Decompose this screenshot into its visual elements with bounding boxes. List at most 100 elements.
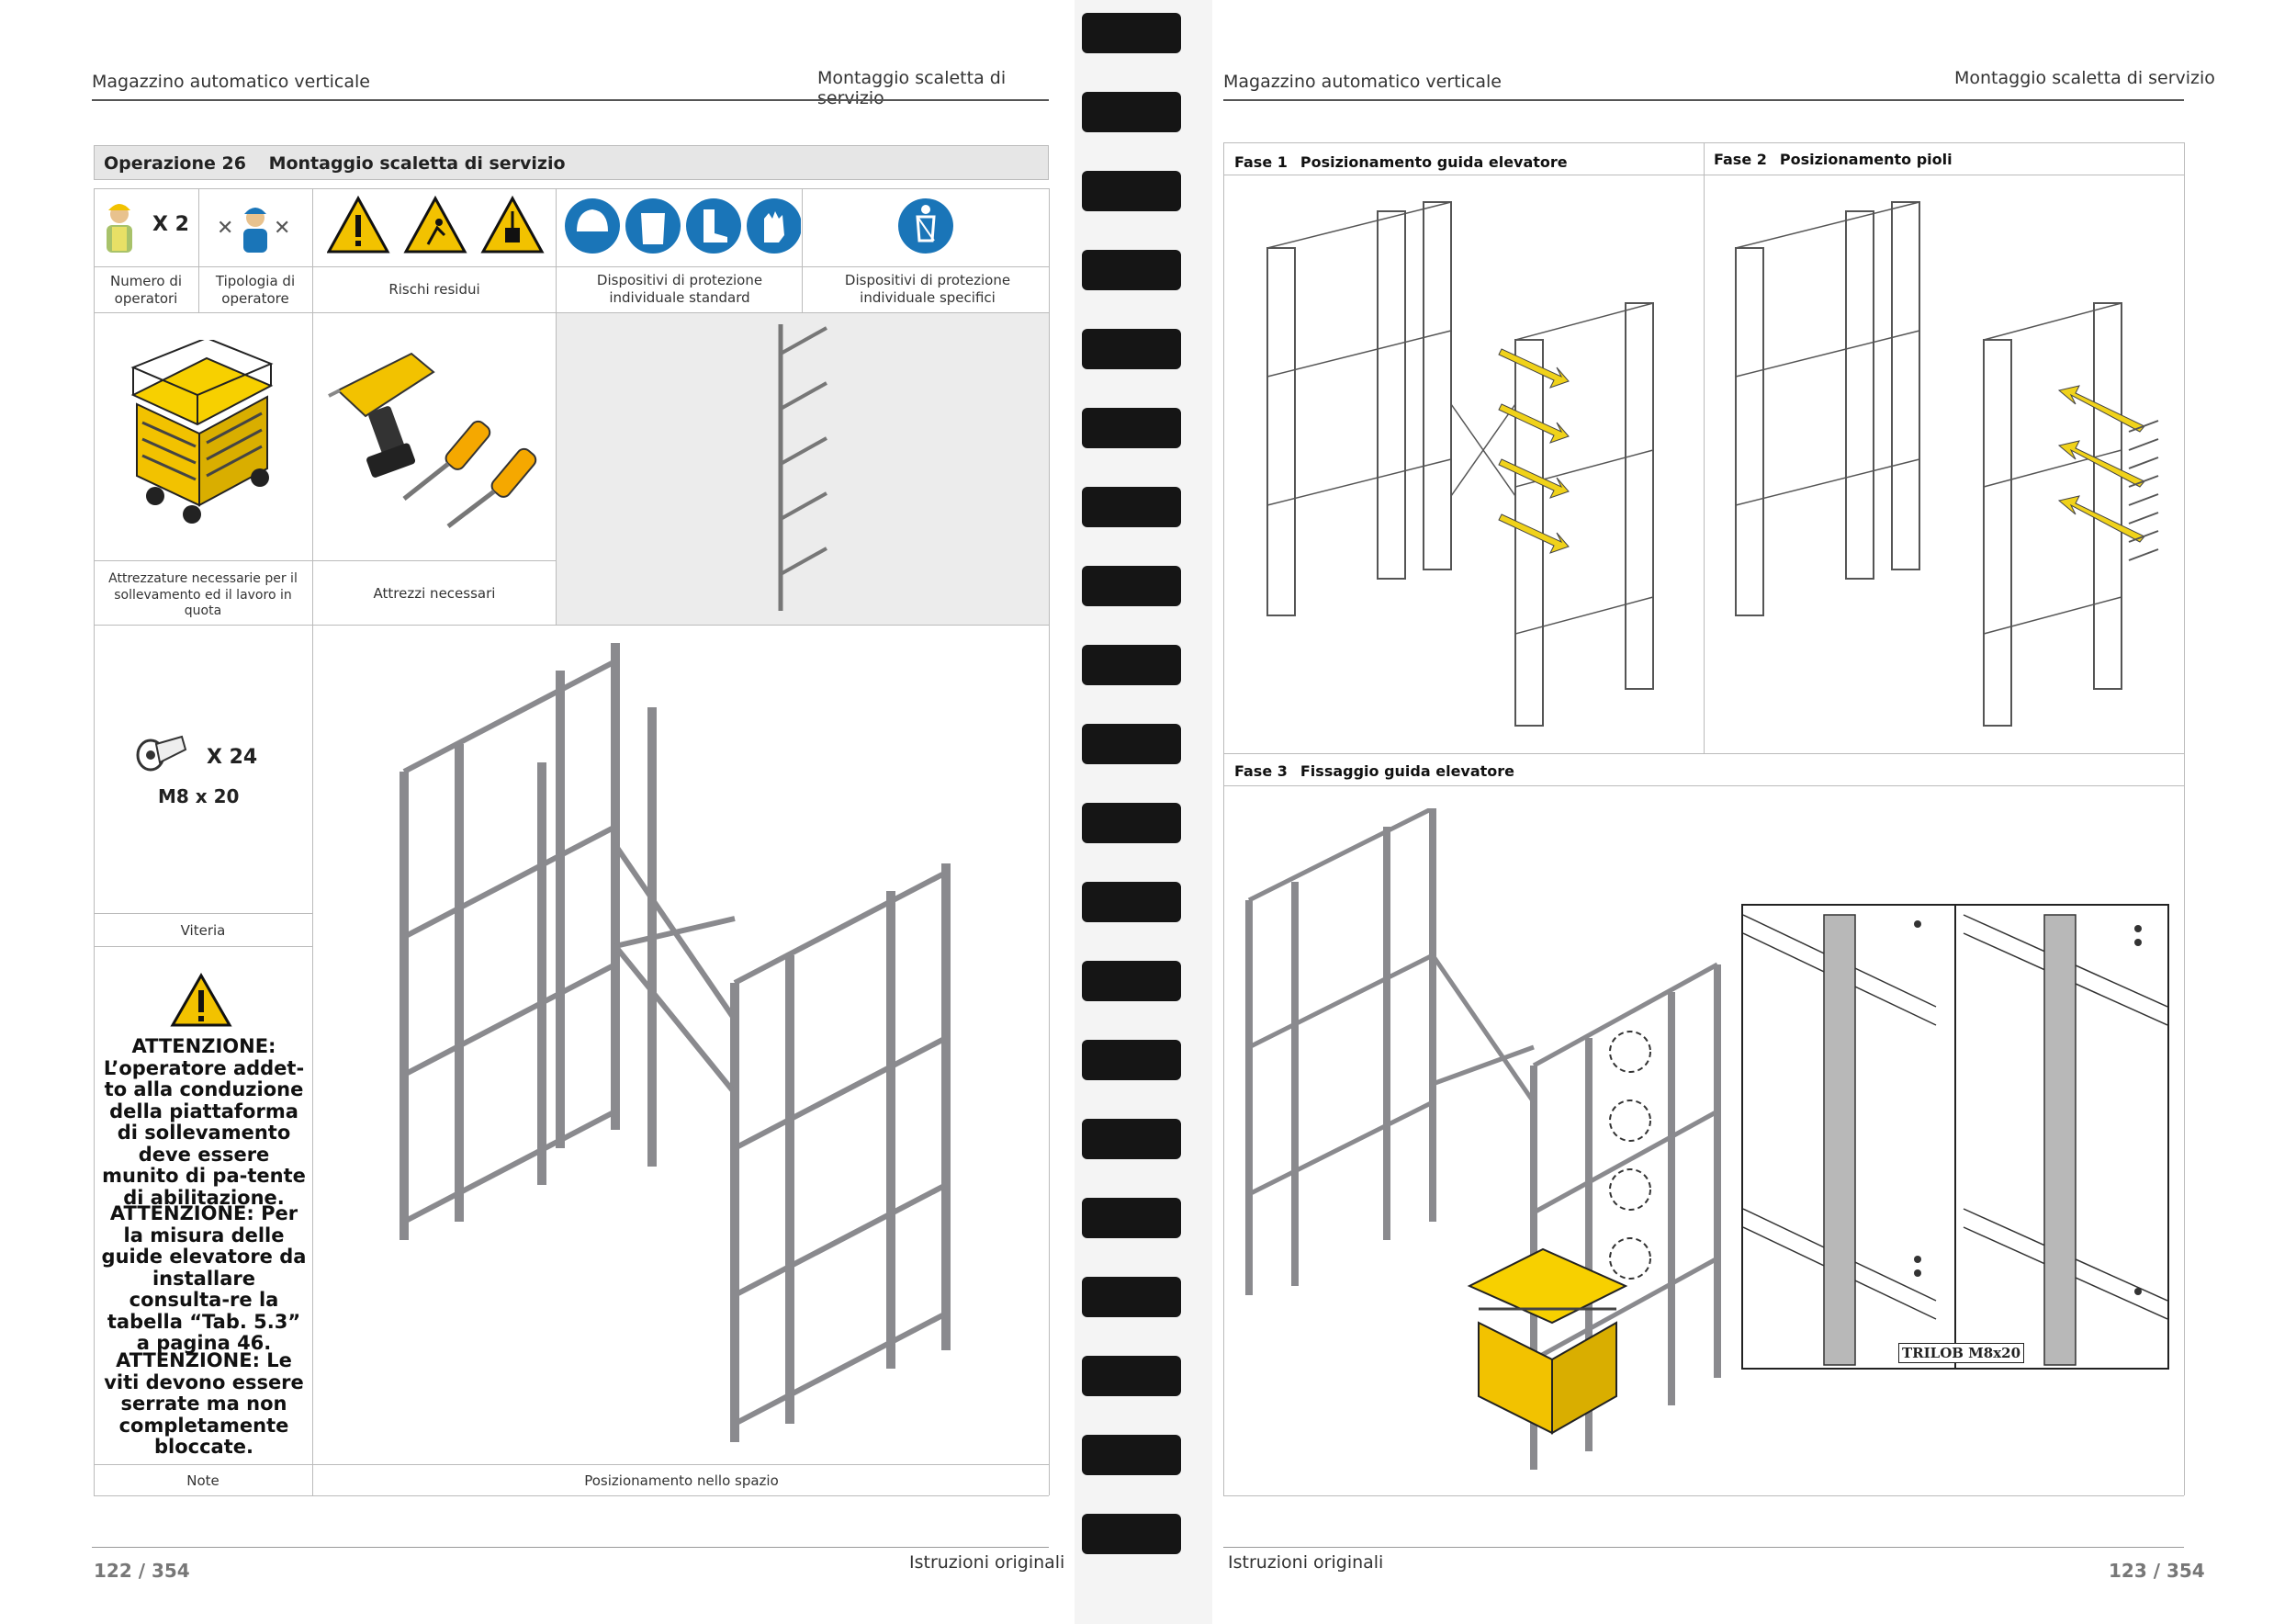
fase2-illustration	[1735, 201, 2159, 727]
binding-coil	[1082, 329, 1181, 369]
detail-callout-circles	[1609, 1031, 1651, 1280]
binding-coil	[1082, 487, 1181, 527]
binding-coil	[1082, 961, 1181, 1001]
page-number: 122 / 354	[94, 1560, 190, 1582]
gloves-icon	[747, 198, 801, 254]
binding-coil	[1082, 882, 1181, 922]
screwdriver-icon	[402, 420, 491, 501]
trip-hazard-icon	[403, 195, 467, 254]
grid-line	[94, 1464, 1049, 1465]
svg-text:✕: ✕	[217, 217, 233, 240]
binding-coil	[1082, 92, 1181, 132]
grid-line	[802, 188, 803, 312]
grid-line	[1223, 142, 1224, 1495]
yellow-arrows	[1498, 348, 1570, 554]
grid-line	[94, 312, 1049, 313]
warning-icon	[327, 195, 390, 254]
warning-icon	[170, 972, 232, 1027]
operation-number: Operazione 26	[104, 153, 246, 174]
fase1-title: Posizionamento guida elevatore	[1300, 153, 1568, 171]
header-right: Montaggio scaletta di servizio	[1954, 68, 2215, 88]
svg-text:✕: ✕	[274, 217, 290, 240]
grid-line	[94, 913, 312, 914]
fase3-illustration	[1245, 808, 1721, 1470]
footer-text: Istruzioni originali	[1228, 1552, 1384, 1573]
fase2-number: Fase 2	[1714, 151, 1767, 168]
grid-line	[1223, 785, 2184, 786]
binding-coil	[1082, 1277, 1181, 1317]
safety-boots-icon	[686, 198, 741, 254]
grid-line	[94, 946, 312, 947]
harness-icon	[898, 198, 953, 254]
binding-coil	[1082, 1514, 1181, 1554]
scissor-lift-icon	[1467, 1247, 1628, 1435]
header-left: Magazzino automatico verticale	[1223, 72, 1502, 92]
operator-type-label: Tipologia di operatore	[215, 273, 296, 307]
binding-coil	[1082, 566, 1181, 606]
ppe-standard-icons	[565, 198, 801, 254]
helmet-icon	[565, 198, 620, 254]
fase3-header: Fase 3 Fissaggio guida elevatore	[1234, 762, 1527, 780]
ladder-component-illustration	[778, 324, 827, 611]
screwdriver-icon	[446, 447, 537, 528]
fase3-number: Fase 3	[1234, 762, 1288, 780]
binding-coil	[1082, 1435, 1181, 1475]
header-rule	[92, 99, 1049, 101]
screw-size: M8 x 20	[158, 785, 240, 807]
warning-screw-tightening: ATTENZIONE: Le viti devono essere serrat…	[104, 1349, 304, 1459]
header-right: Montaggio scaletta di servizio	[817, 68, 1007, 108]
yellow-arrows	[2057, 385, 2145, 543]
workwear-icon	[625, 198, 681, 254]
footer-rule	[92, 1547, 1049, 1548]
fase2-title: Posizionamento pioli	[1779, 151, 1953, 168]
binding-coil	[1082, 1119, 1181, 1159]
screws-label: Viteria	[180, 922, 226, 939]
fase1-number: Fase 1	[1234, 153, 1288, 171]
component-preview-area	[557, 313, 1049, 625]
ppe-standard-label: Dispositivi di protezione individuale st…	[596, 272, 763, 306]
operator-icon	[107, 204, 132, 253]
grid-line	[2184, 142, 2185, 1495]
rungs-icon	[2128, 420, 2159, 561]
lifting-equipment-label: Attrezzature necessarie per il sollevame…	[108, 571, 298, 618]
header-rule	[1223, 99, 2184, 101]
detail-inset	[1741, 904, 2169, 1370]
grid-line	[1704, 142, 1705, 753]
operation-title: Operazione 26 Montaggio scaletta di serv…	[94, 145, 1049, 180]
operation-name: Montaggio scaletta di servizio	[268, 153, 566, 174]
binding-coil	[1082, 724, 1181, 764]
binding-coil	[1082, 13, 1181, 53]
grid-line	[198, 188, 199, 312]
binding-coil	[1082, 803, 1181, 843]
note-label: Note	[186, 1472, 219, 1489]
screw-spec-label: TRILOB M8x20	[1898, 1343, 2025, 1363]
operators-label: Numero di operatori	[109, 273, 183, 307]
left-page: Magazzino automatico verticale Montaggio…	[0, 0, 1075, 1624]
binding-coil	[1082, 1356, 1181, 1396]
screw-qty: X 24	[207, 746, 258, 769]
binding-coil	[1082, 1040, 1181, 1080]
tools-illustration	[328, 352, 537, 528]
grid-line	[94, 625, 1049, 626]
grid-line	[1223, 753, 2184, 754]
binding-coil	[1082, 645, 1181, 685]
ppe-specific-label: Dispositivi di protezione individuale sp…	[844, 272, 1011, 306]
operator-count: X 2	[152, 213, 189, 236]
binding-coil	[1082, 250, 1181, 290]
fase3-title: Fissaggio guida elevatore	[1300, 762, 1515, 780]
fase1-header: Fase 1 Posizionamento guida elevatore	[1234, 153, 1581, 171]
tools-label: Attrezzi necessari	[373, 585, 496, 602]
detail-illustration	[1742, 906, 2168, 1368]
page-number: 123 / 354	[2109, 1560, 2205, 1582]
binding-coil	[1082, 171, 1181, 211]
suspended-load-icon	[480, 195, 545, 254]
fase1-illustration	[1266, 201, 1654, 727]
grid-line	[94, 188, 95, 1495]
scissor-lift-illustration	[130, 340, 274, 524]
drill-icon	[328, 352, 435, 478]
grid-line	[94, 266, 1049, 267]
risks-label: Rischi residui	[388, 281, 480, 298]
grid-line	[94, 188, 1049, 189]
warning-operator-license: ATTENZIONE: L’operatore addet-to alla co…	[102, 1035, 306, 1209]
fase2-header: Fase 2 Posizionamento pioli	[1714, 151, 1965, 168]
